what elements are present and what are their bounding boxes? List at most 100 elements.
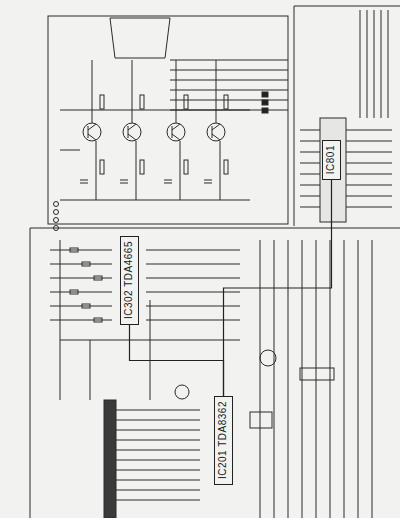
wire <box>116 500 200 501</box>
transistor-symbols <box>60 60 250 200</box>
crt-socket <box>110 18 170 58</box>
transistor-symbol <box>207 123 225 141</box>
wire <box>50 320 112 321</box>
chip-label: IC801 <box>325 145 336 174</box>
signal-bus <box>170 10 392 207</box>
wire <box>346 185 392 186</box>
transistor-symbol <box>123 123 141 141</box>
wire <box>300 163 320 164</box>
wire <box>346 163 392 164</box>
terminal <box>54 210 59 215</box>
resistor-symbol <box>224 95 228 109</box>
ic801-body <box>320 118 346 222</box>
wire <box>50 278 112 279</box>
signal-line <box>130 325 224 396</box>
transistor-symbol <box>260 350 276 366</box>
wire <box>116 450 200 451</box>
wire <box>300 141 320 142</box>
wire <box>116 490 200 491</box>
ic201-pin-strip <box>104 400 116 518</box>
wire <box>300 130 320 131</box>
chip-label: IC302 TDA4665 <box>123 241 134 319</box>
wire <box>50 264 112 265</box>
resistor-symbol <box>70 248 78 252</box>
wire <box>146 250 240 251</box>
wire <box>300 185 320 186</box>
wire <box>300 207 320 208</box>
terminal <box>54 202 59 207</box>
connector-block <box>300 368 334 380</box>
wire <box>372 240 373 518</box>
resistor-symbol <box>100 160 104 174</box>
wire <box>374 10 375 118</box>
wire <box>132 60 136 200</box>
resistor-symbol <box>94 276 102 280</box>
chip-label: IC201 TDA8362 <box>217 401 228 479</box>
wire <box>116 430 200 431</box>
wire <box>50 250 112 251</box>
wire <box>60 240 240 400</box>
wire <box>344 240 345 518</box>
wire <box>50 292 112 293</box>
connector-pins <box>54 202 59 231</box>
resistor-symbol <box>94 318 102 322</box>
plug-pin <box>262 92 268 97</box>
transistor-symbol <box>167 123 185 141</box>
wire <box>346 152 392 153</box>
wire <box>60 110 250 200</box>
wire <box>170 60 288 61</box>
wire <box>176 60 180 200</box>
wire <box>146 264 240 265</box>
signal-line <box>224 180 332 396</box>
transistor-leads <box>88 124 96 140</box>
main-board-frame <box>30 228 400 518</box>
wire <box>300 196 320 197</box>
transistor-symbol <box>175 385 189 399</box>
terminal <box>54 218 59 223</box>
wire <box>170 70 288 71</box>
wire <box>274 240 275 518</box>
transistor-symbol <box>83 123 101 141</box>
capacitor-symbol <box>204 180 212 183</box>
wire <box>300 152 320 153</box>
plug-pin <box>262 100 268 105</box>
ic-chip: IC201 TDA8362 <box>214 396 233 485</box>
wire <box>170 80 288 81</box>
wire <box>146 278 240 279</box>
wire <box>346 174 392 175</box>
wire <box>116 480 200 481</box>
plug-pin <box>262 108 268 113</box>
wire <box>358 240 359 518</box>
resistor-symbol <box>100 95 104 109</box>
wire <box>346 141 392 142</box>
wire <box>116 410 200 411</box>
wire <box>346 196 392 197</box>
crt-board-frame <box>48 16 288 224</box>
wire <box>346 207 392 208</box>
resistor-symbol <box>70 290 78 294</box>
resistor-symbol <box>184 95 188 109</box>
wire <box>302 240 303 518</box>
capacitor-symbol <box>80 180 88 183</box>
resistor-symbol <box>224 160 228 174</box>
wire <box>116 460 200 461</box>
resistor-symbol <box>82 304 90 308</box>
wire <box>367 10 368 118</box>
wire <box>50 306 112 307</box>
wire <box>288 240 289 518</box>
wire <box>146 320 240 321</box>
wire <box>170 100 288 101</box>
teletext-board-frame <box>294 6 400 226</box>
resistor-symbol <box>184 160 188 174</box>
wire <box>346 130 392 131</box>
capacitor-symbol <box>164 180 172 183</box>
wire <box>116 420 200 421</box>
resistor-symbol <box>82 262 90 266</box>
wire <box>300 174 320 175</box>
wire <box>216 60 220 200</box>
wire <box>170 90 288 91</box>
wire <box>146 306 240 307</box>
wire <box>381 10 382 118</box>
main-wiring <box>50 240 372 518</box>
